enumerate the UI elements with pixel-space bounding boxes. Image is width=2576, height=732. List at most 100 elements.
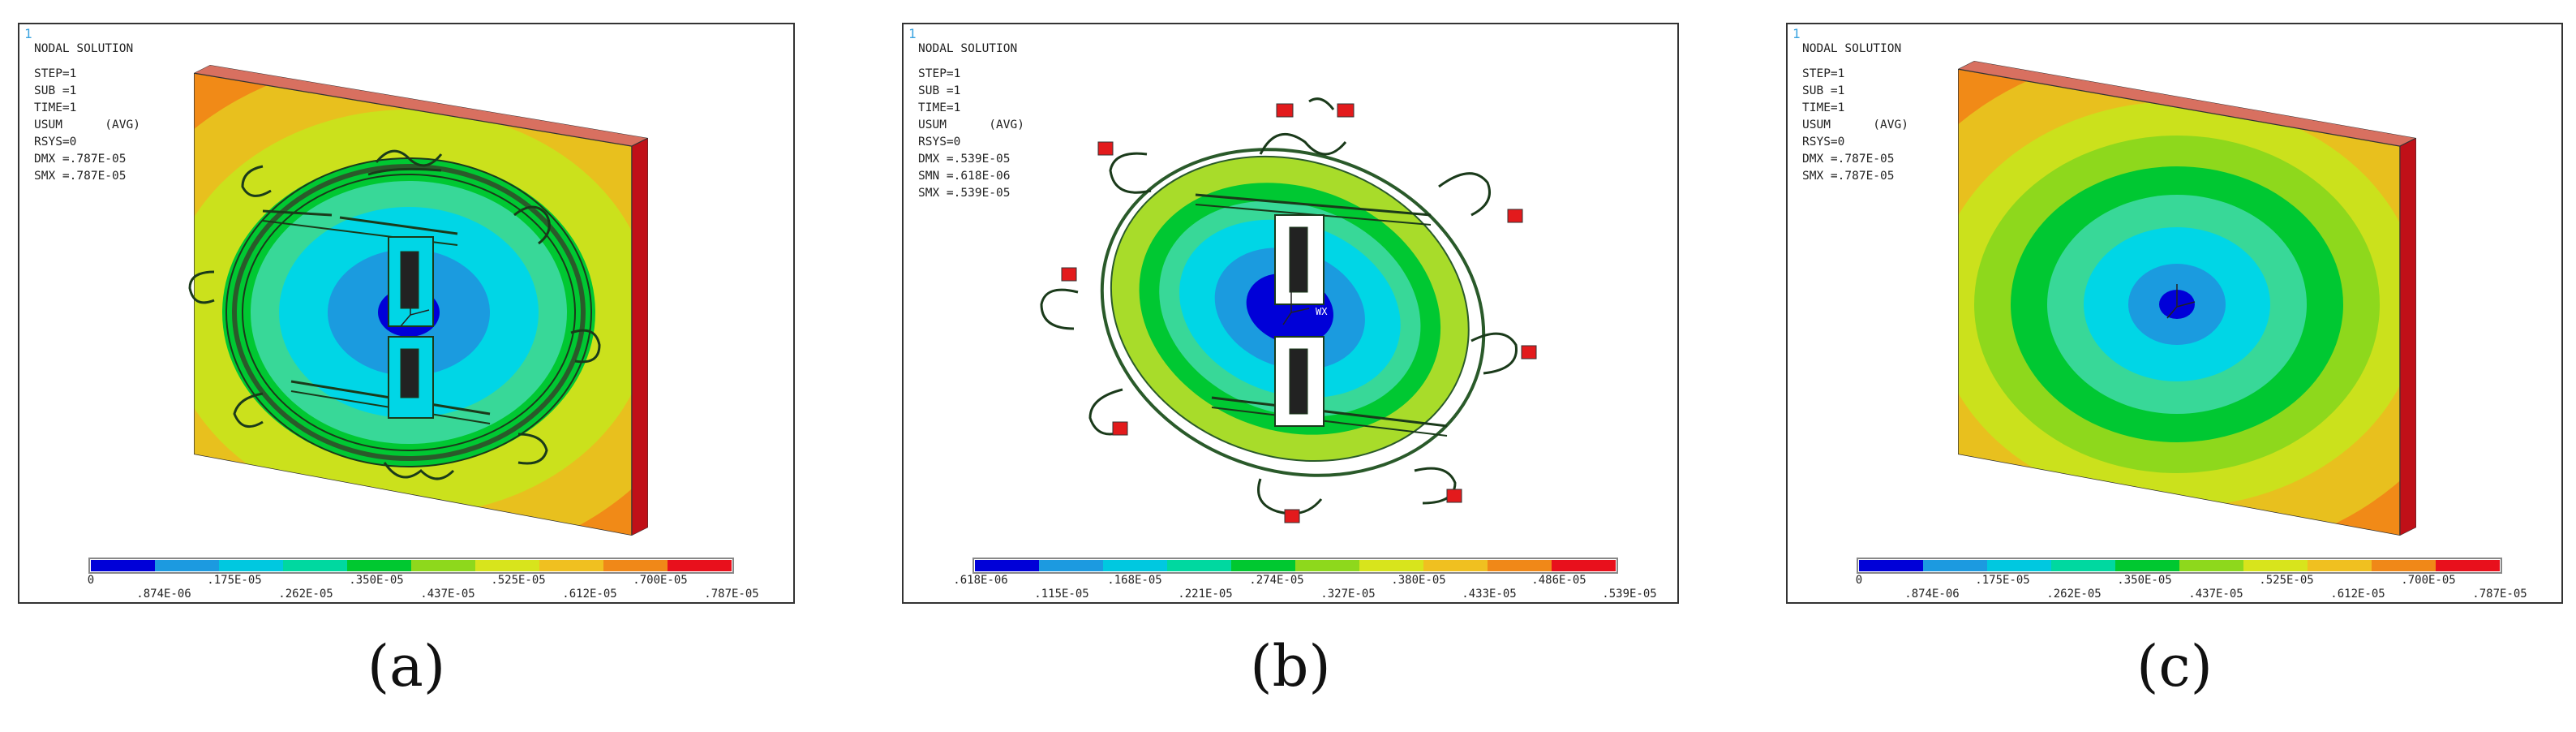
legend-label: .539E-05: [1602, 588, 1657, 601]
flexure-bottom-left: [1088, 388, 1127, 436]
legend-swatch: [155, 560, 219, 571]
crossbar-bottom: [1211, 396, 1448, 428]
info-line: USUM (AVG): [34, 118, 140, 131]
contour-plot-c: [1788, 24, 2561, 602]
legend-swatch: [1923, 560, 1987, 571]
legend-label: .221E-05: [1178, 588, 1233, 601]
axis-triad-c: [2166, 284, 2196, 319]
legend-label: .115E-05: [1034, 588, 1089, 601]
info-line: RSYS=0: [1802, 136, 1845, 149]
legend-label: .380E-05: [1391, 574, 1446, 587]
plot-id-number: 1: [1792, 26, 1801, 41]
legend-label: .350E-05: [349, 574, 404, 587]
legend-label: .175E-05: [207, 574, 262, 587]
legend-label: .874E-06: [1904, 588, 1960, 601]
info-line: DMX =.539E-05: [918, 153, 1011, 166]
caption-b: (b): [1250, 633, 1331, 700]
flexure-top: [1259, 97, 1347, 156]
info-line: SMX =.787E-05: [1802, 170, 1895, 183]
solution-title: NODAL SOLUTION: [34, 42, 134, 55]
flexure-top-left: [241, 165, 272, 197]
legend-swatch: [1167, 560, 1231, 571]
legend-swatch: [1295, 560, 1359, 571]
info-line: TIME=1: [1802, 101, 1845, 114]
flexure-right: [570, 329, 601, 364]
ring-assembly: [188, 149, 601, 480]
legend-label: .437E-05: [420, 588, 475, 601]
legend-swatch: [1859, 560, 1923, 571]
color-legend-bar: [88, 558, 734, 574]
legend-label: .525E-05: [2259, 574, 2314, 587]
legend-label: .700E-05: [2401, 574, 2456, 587]
legend-swatch: [1488, 560, 1552, 571]
info-line: TIME=1: [918, 101, 961, 114]
flexure-bottom: [1257, 478, 1323, 515]
legend-frame: [972, 558, 1618, 574]
legend-label: .437E-05: [2188, 588, 2243, 601]
legend-swatch: [2372, 560, 2436, 571]
info-line: RSYS=0: [34, 136, 77, 149]
legend-label: .262E-05: [278, 588, 333, 601]
legend-label: .618E-06: [953, 574, 1008, 587]
legend-label: 0: [1855, 574, 1863, 587]
contour-plate: [1796, 24, 2558, 602]
flexure-left: [1040, 288, 1079, 330]
flexure-right: [1470, 332, 1518, 375]
plot-panel-a: 1 NODAL SOLUTION STEP=1 SUB =1 TIME=1 US…: [18, 23, 795, 604]
legend-swatch: [603, 560, 668, 571]
info-line: RSYS=0: [918, 136, 961, 149]
legend-label: .874E-06: [136, 588, 191, 601]
flexure-top-left: [1109, 152, 1152, 194]
legend-label: .274E-05: [1249, 574, 1304, 587]
caption-c: (c): [2136, 633, 2213, 700]
legend-swatch: [975, 560, 1039, 571]
legend-label: .175E-05: [1975, 574, 2030, 587]
legend-swatch: [1359, 560, 1423, 571]
flexure-tabs: [1061, 103, 1537, 523]
legend-label: .700E-05: [633, 574, 688, 587]
plot-id-number: 1: [908, 26, 917, 41]
legend-swatch: [2115, 560, 2179, 571]
legend-frame: [88, 558, 734, 574]
caption-a: (a): [367, 633, 446, 700]
legend-swatch: [2243, 560, 2308, 571]
legend-swatch: [668, 560, 732, 571]
solution-info: NODAL SOLUTION STEP=1 SUB =1 TIME=1 USUM…: [1802, 41, 1908, 185]
flexure-top-right: [1438, 172, 1491, 217]
legend-label: .787E-05: [2472, 588, 2527, 601]
info-line: SUB =1: [918, 84, 961, 97]
legend-swatch: [539, 560, 603, 571]
legend-swatch: [1103, 560, 1167, 571]
legend-label: 0: [87, 574, 95, 587]
legend-swatch: [2436, 560, 2500, 571]
plot-id-number: 1: [24, 26, 32, 41]
legend-swatch: [1423, 560, 1488, 571]
flexure-left: [188, 270, 215, 304]
axis-triad-b: [1282, 291, 1310, 325]
info-line: SMX =.539E-05: [918, 187, 1011, 200]
info-line: DMX =.787E-05: [1802, 153, 1895, 166]
crossbar-top: [262, 209, 458, 235]
solution-info: NODAL SOLUTION STEP=1 SUB =1 TIME=1 USUM…: [34, 41, 140, 185]
info-line: SUB =1: [34, 84, 77, 97]
axis-triad-a: [400, 292, 430, 327]
contour-plot-a: [19, 24, 793, 602]
info-line: SMX =.787E-05: [34, 170, 127, 183]
legend-label: .262E-05: [2046, 588, 2102, 601]
legend-swatch: [1231, 560, 1295, 571]
plot-panel-c: 1 NODAL SOLUTION STEP=1 SUB =1 TIME=1 US…: [1786, 23, 2563, 604]
flexure-bottom-right: [517, 433, 548, 465]
info-line: USUM (AVG): [1802, 118, 1908, 131]
color-legend-bar: [1857, 558, 2502, 574]
solution-title: NODAL SOLUTION: [1802, 42, 1902, 55]
legend-swatch: [411, 560, 475, 571]
contour-plot-b: WX: [1040, 97, 1537, 523]
info-line: DMX =.787E-05: [34, 153, 127, 166]
triad-label-wx: WX: [1316, 306, 1328, 317]
crossbar-top: [1195, 193, 1432, 217]
info-line: STEP=1: [918, 67, 961, 80]
flexure-bottom: [383, 462, 455, 480]
legend-swatch: [219, 560, 283, 571]
flexure-top-right: [513, 205, 551, 245]
solution-title: NODAL SOLUTION: [918, 42, 1018, 55]
